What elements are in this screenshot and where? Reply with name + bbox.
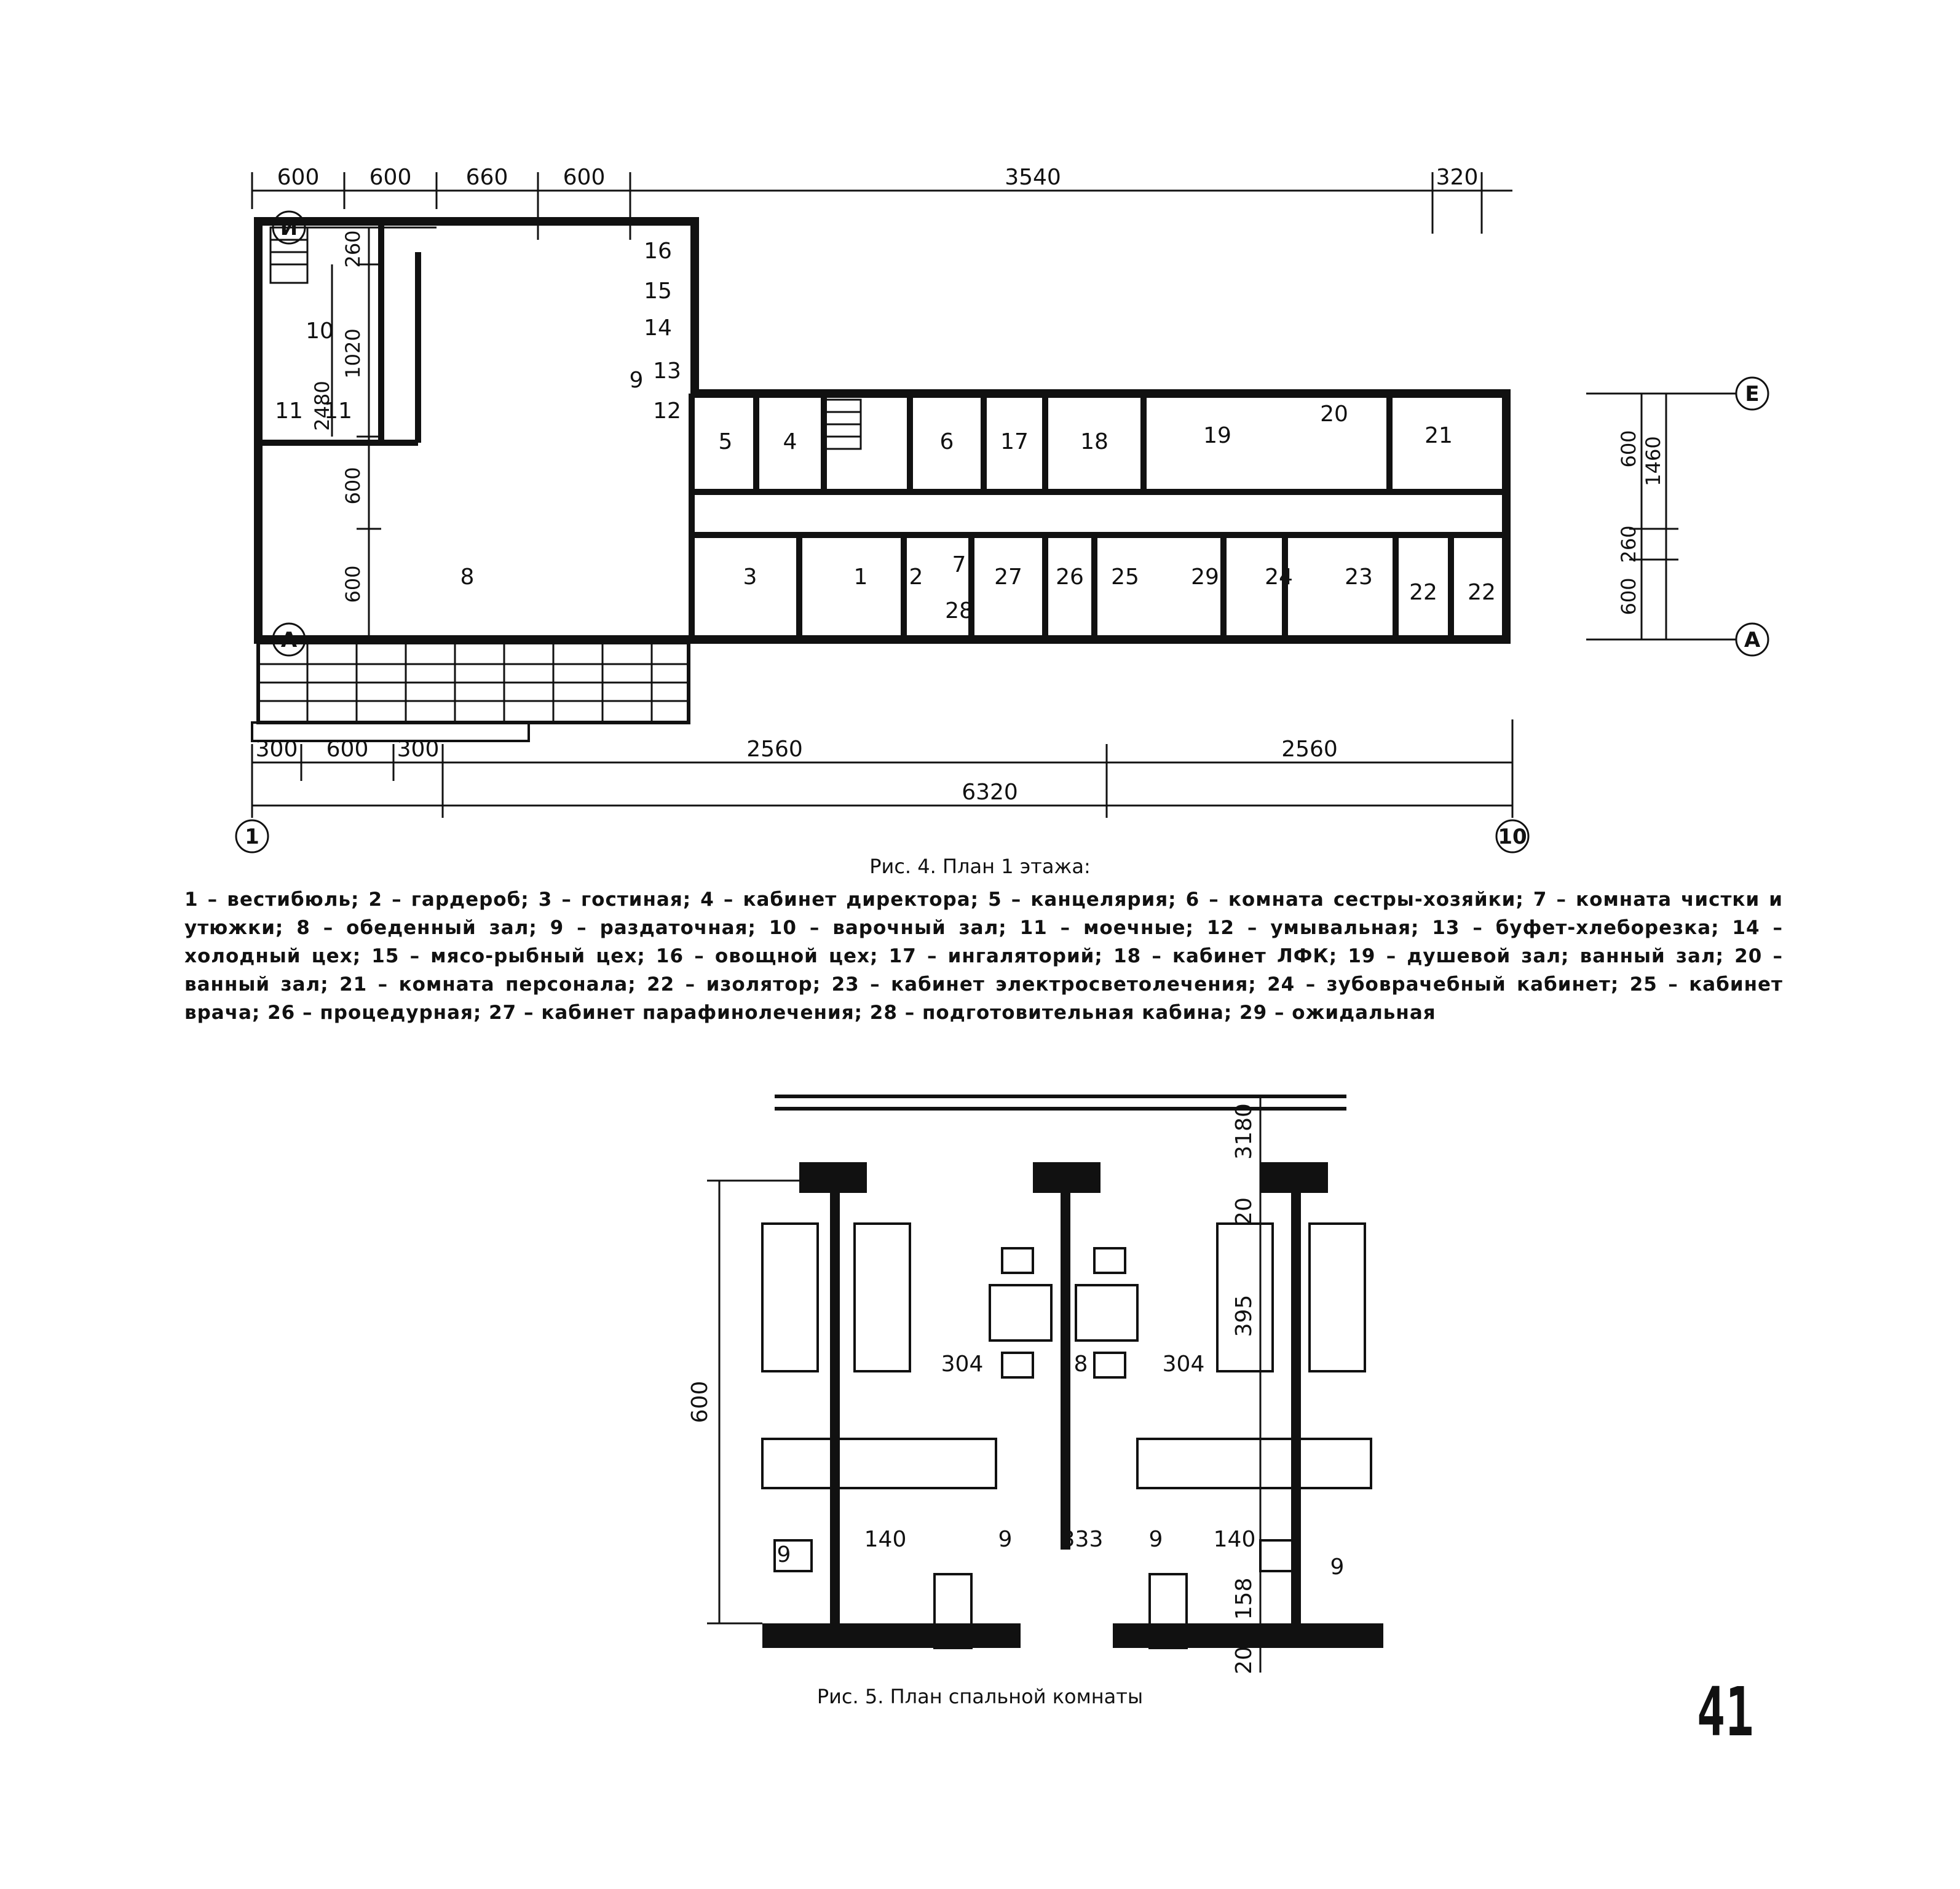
dim-top-1: 600: [369, 165, 412, 190]
dim-left-1: 1020: [341, 328, 365, 378]
room-number: 16: [644, 239, 672, 264]
dim-left-4: 2480: [310, 381, 334, 430]
room-number: 22: [1409, 580, 1437, 605]
room-number: 18: [1080, 429, 1108, 454]
room-number: 9: [630, 368, 644, 393]
right-dimension-line: [1629, 394, 1678, 640]
room-number: 25: [1111, 564, 1139, 590]
left-dimension-line: [331, 228, 381, 640]
room-number: 26: [1056, 564, 1084, 590]
dim-right-3: 1460: [1642, 436, 1665, 486]
room-number: 29: [1191, 564, 1219, 590]
room-number: 11: [324, 398, 352, 424]
bed-dim-label: 140: [864, 1527, 907, 1552]
room-number: 19: [1203, 423, 1231, 448]
room-number: 7: [952, 552, 966, 577]
plan-walls: [762, 1095, 1383, 1648]
dim-right-0: 600: [1617, 430, 1640, 467]
bed-dim-label: 9: [1149, 1527, 1163, 1552]
dim-bottom-4: 2560: [1281, 737, 1338, 762]
dim-left-2: 600: [341, 467, 365, 504]
room-number: 15: [644, 279, 672, 304]
room-number: 3: [743, 564, 757, 590]
bed-dim-label: 3180: [1231, 1103, 1257, 1160]
bed-dim-label: 395: [1231, 1295, 1257, 1337]
room-number: 14: [644, 315, 672, 341]
terrace-hatch: [251, 641, 690, 742]
dim-top-5: 320: [1436, 165, 1479, 190]
dim-bottom-total: 6320: [962, 780, 1018, 805]
room-number: 6: [940, 429, 954, 454]
room-number: 12: [653, 398, 681, 424]
bed-dim-label: 600: [687, 1381, 713, 1424]
axis-label-top-right: Е: [1745, 382, 1759, 406]
dim-left-0: 260: [341, 230, 365, 267]
bed-dim-label: 20: [1231, 1197, 1257, 1226]
bed-dim-label: 8: [1074, 1352, 1088, 1377]
room-number: 11: [275, 398, 303, 424]
interior-walls: [258, 221, 1506, 640]
stair-icon: [269, 226, 862, 450]
bed-dim-label: 304: [941, 1352, 984, 1377]
axis-label-bottom-right: А: [1744, 628, 1761, 652]
dim-top-2: 660: [466, 165, 508, 190]
axis-label-end: 10: [1498, 825, 1527, 849]
bed-dim-label: 158: [1231, 1578, 1257, 1620]
room-number: 21: [1425, 423, 1453, 448]
dim-top-4: 3540: [1005, 165, 1061, 190]
room-number: 24: [1265, 564, 1293, 590]
room-number: 4: [783, 429, 797, 454]
room-number: 17: [1000, 429, 1029, 454]
dim-top-3: 600: [563, 165, 606, 190]
figure-4-legend: 1 – вестибюль; 2 – гардероб; 3 – гостина…: [184, 889, 1783, 1024]
bed-dim-label: 9: [1330, 1554, 1345, 1580]
bed-dim-label: 304: [1163, 1352, 1205, 1377]
dimension-lines: [707, 1095, 1262, 1673]
room-number: 20: [1320, 402, 1348, 427]
figure-5-caption: Рис. 5. План спальной комнаты: [816, 1685, 1144, 1708]
bed-dim-label: 333: [1061, 1527, 1104, 1552]
room-number: 5: [719, 429, 733, 454]
bedroom-plan-figure-5: 600 3180 20 395 304 8 304 140 9 333 9 14…: [687, 1095, 1383, 1674]
room-number: 23: [1345, 564, 1373, 590]
room-number: 27: [994, 564, 1022, 590]
room-number: 8: [460, 564, 475, 590]
bed-dim-label: 9: [777, 1542, 791, 1567]
dim-top-0: 600: [277, 165, 320, 190]
dim-bottom-0: 300: [256, 737, 298, 762]
dim-bottom-3: 2560: [746, 737, 803, 762]
bed-dim-label: 20: [1231, 1646, 1257, 1674]
building-walls: [254, 217, 1511, 644]
floor-plan-figure-4: 600 600 660 600 3540 320 И А Е А 1 10 26…: [235, 165, 1769, 853]
room-number: 1: [854, 564, 868, 590]
room-number: 13: [653, 358, 681, 384]
dim-right-2: 600: [1617, 577, 1640, 615]
bed-dim-label: 140: [1214, 1527, 1256, 1552]
bottom-dimension-line: [251, 719, 1514, 818]
page-number: 41: [1696, 1673, 1754, 1751]
figure-4-caption: Рис. 4. План 1 этажа:: [869, 855, 1091, 878]
dim-left-3: 600: [341, 565, 365, 603]
room-number: 22: [1468, 580, 1496, 605]
dim-bottom-1: 600: [326, 737, 369, 762]
bed-dim-label: 9: [998, 1527, 1013, 1552]
dim-bottom-2: 300: [397, 737, 440, 762]
axis-label-start: 1: [245, 825, 259, 849]
top-dimension-line: [251, 172, 1512, 240]
dim-right-1: 260: [1617, 525, 1640, 563]
room-number: 28: [945, 598, 973, 624]
room-number: 2: [909, 564, 923, 590]
room-number: 10: [306, 319, 334, 344]
